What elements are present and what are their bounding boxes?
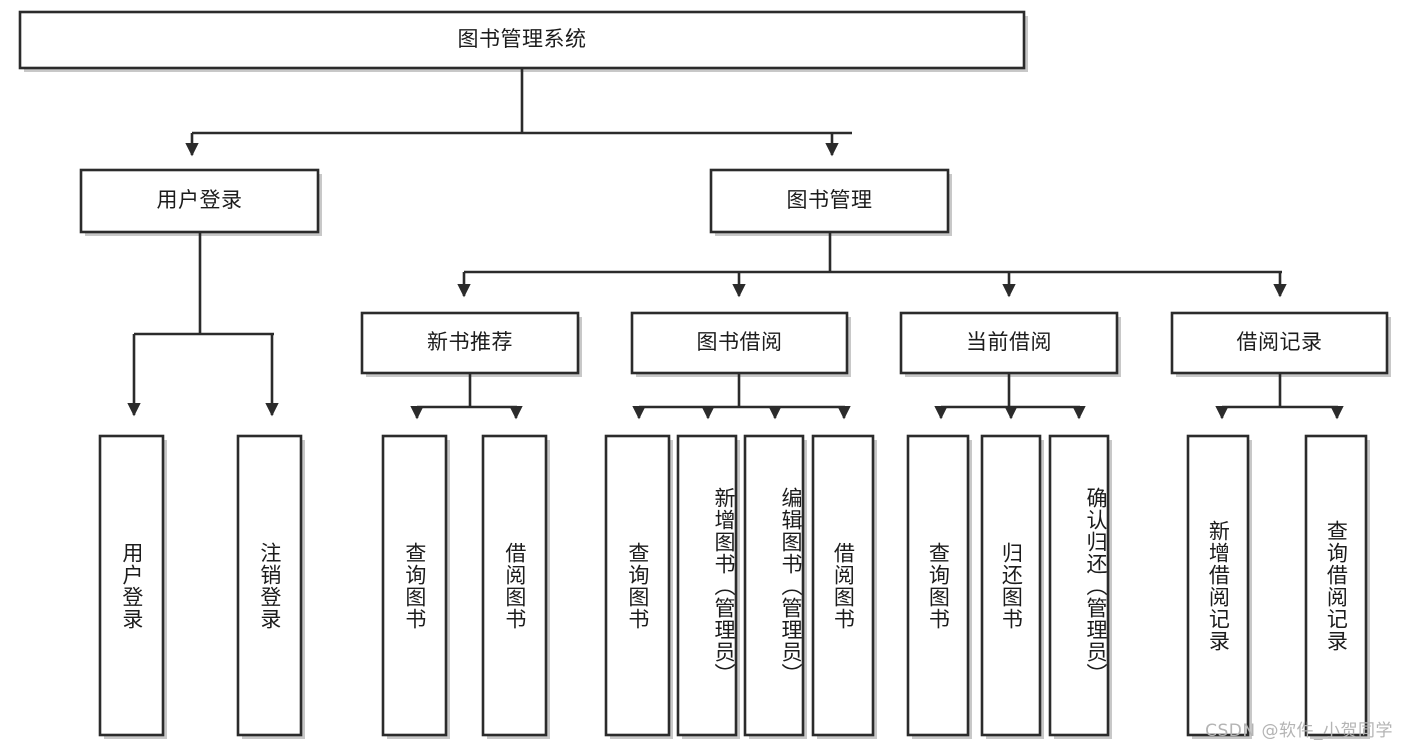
- node-user-login-box: [79, 168, 320, 234]
- node-book-borrow-box: [630, 311, 849, 375]
- leaf-box-1: [236, 434, 303, 737]
- leaf-box-5: [676, 434, 738, 737]
- leaf-box-8: [906, 434, 970, 737]
- leaf-box-7: [811, 434, 875, 737]
- node-new-book-box: [360, 311, 580, 375]
- node-current-borrow-box: [899, 311, 1119, 375]
- connectors: [127, 68, 1344, 420]
- leaf-box-4: [604, 434, 671, 737]
- node-boxes: [18, 10, 1389, 737]
- leaf-box-10: [1048, 434, 1110, 737]
- leaf-box-11: [1186, 434, 1250, 737]
- node-root-box: [18, 10, 1026, 70]
- leaf-box-6: [743, 434, 805, 737]
- leaf-box-2: [381, 434, 448, 737]
- node-book-manage-box: [709, 168, 950, 234]
- leaf-box-9: [980, 434, 1042, 737]
- leaf-box-3: [481, 434, 548, 737]
- leaf-box-12: [1304, 434, 1368, 737]
- leaf-box-0: [98, 434, 165, 737]
- node-borrow-record-box: [1170, 311, 1389, 375]
